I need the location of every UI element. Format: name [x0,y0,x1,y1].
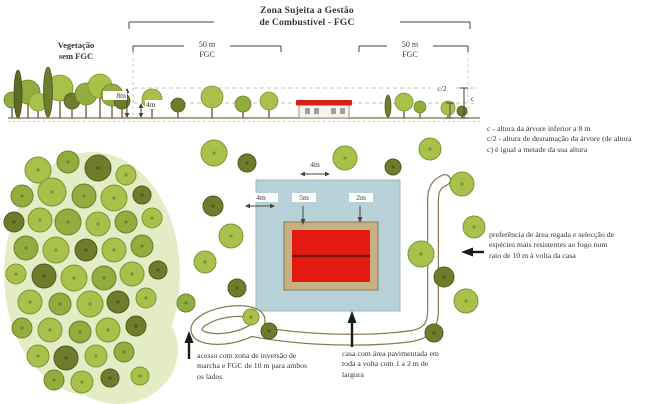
plan-dim-5m: 5m [292,193,316,203]
plan-dimension-lines [245,171,363,225]
access-annotation: acesso com zona de inversão de marcha e … [197,351,308,381]
access-road [190,174,451,346]
fgc-right-label: 50 m FGC [387,40,433,60]
ground-line [8,117,480,122]
plan-dim-4m-left: 4m [244,193,278,203]
section-title: Zona Sujeita a Gestão de Combustível - F… [214,6,400,30]
scattered-trees [176,137,486,343]
fgc-right-distance: 50 m [401,40,419,49]
dim-8m-label: 8m [103,91,127,101]
watered-area-annotation: preferência de área regada e selecção de… [489,230,615,260]
dim-c-label: c [470,94,484,104]
fgc-left-distance: 50 m [198,40,216,49]
house-cross-section [296,100,352,119]
legend: c - altura da árvore inferior a 8 m c/2 … [487,124,637,155]
dim-4m-label: 4m [145,100,167,110]
fgc-left-label: 50 m FGC [184,40,230,60]
dim-c2-label: c/2 [430,84,454,94]
house-annotation: casa com área pavimentada em toda a volt… [342,349,439,379]
forest-trees [3,150,168,394]
annotation-arrows [184,247,484,359]
legend-c2-definition: c/2 - altura de desramação da árvore (de… [487,134,632,154]
fgc-left-name: FGC [199,50,215,59]
plan-dim-4m-top: 4m [298,160,332,170]
fgc-right-name: FGC [402,50,418,59]
legend-c-definition: c - altura da árvore inferior a 8 m [487,124,591,133]
dense-trees-no-fgc [3,66,131,119]
no-fgc-vegetation-label: Vegetação sem FGC [57,40,95,61]
plan-dim-2m: 2m [349,193,373,203]
